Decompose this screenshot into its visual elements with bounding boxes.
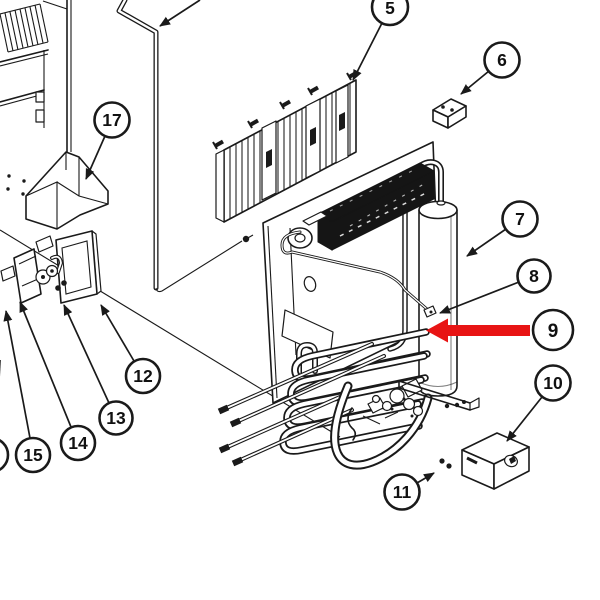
boiler-cover bbox=[316, 162, 436, 251]
callout-8: 8 bbox=[516, 258, 552, 294]
callout-6: 6 bbox=[483, 41, 521, 79]
callout-12-label: 12 bbox=[133, 366, 153, 386]
pump-assembly bbox=[347, 378, 424, 441]
callout-11-label: 11 bbox=[393, 482, 412, 502]
callout-17: 17 bbox=[93, 101, 131, 139]
refrigerator-cabinet bbox=[0, 0, 72, 196]
callout-15: 15 bbox=[14, 436, 52, 474]
accumulator-tank bbox=[418, 200, 458, 397]
tank-inlet-tube bbox=[417, 159, 446, 206]
cover-plate-12 bbox=[55, 230, 102, 304]
callout-5: 5 bbox=[370, 0, 410, 27]
mounting-bracket-17 bbox=[25, 151, 109, 230]
capillary-tube bbox=[280, 230, 430, 312]
callout-6-label: 6 bbox=[497, 50, 507, 70]
callout-8-label: 8 bbox=[529, 266, 539, 286]
callout-5-label: 5 bbox=[385, 0, 395, 18]
callout-12: 12 bbox=[124, 357, 162, 395]
valve-fitting-8 bbox=[423, 305, 437, 318]
bottom-frame bbox=[398, 380, 480, 411]
absorber-fins bbox=[215, 79, 357, 223]
supply-tube bbox=[116, 0, 254, 293]
highlight-arrow-9 bbox=[426, 318, 530, 343]
callout-9-highlighted: 9 bbox=[531, 308, 575, 352]
callout-14: 14 bbox=[59, 424, 97, 462]
callout-edge-partial bbox=[0, 439, 10, 471]
callout-7-label: 7 bbox=[515, 209, 525, 229]
callout-17-label: 17 bbox=[102, 110, 121, 130]
clip-part-6 bbox=[432, 98, 467, 129]
bottom-loop-tube bbox=[330, 381, 433, 470]
callout-13: 13 bbox=[98, 400, 134, 436]
callout-9-label: 9 bbox=[548, 321, 559, 342]
top-offscreen-arrow bbox=[159, 0, 201, 27]
callout-15-label: 15 bbox=[23, 445, 43, 465]
screws-part-11 bbox=[439, 458, 452, 469]
callout-14-label: 14 bbox=[68, 433, 88, 453]
callout-10-label: 10 bbox=[543, 373, 563, 393]
callout-13-label: 13 bbox=[106, 408, 126, 428]
callout-leaders bbox=[0, 22, 543, 484]
lower-mount-plate bbox=[281, 309, 334, 359]
burner-assembly bbox=[0, 235, 67, 304]
bracket-part-10 bbox=[461, 432, 530, 490]
callout-7: 7 bbox=[501, 200, 539, 238]
callout-11: 11 bbox=[383, 473, 421, 511]
callout-10: 10 bbox=[534, 364, 572, 402]
